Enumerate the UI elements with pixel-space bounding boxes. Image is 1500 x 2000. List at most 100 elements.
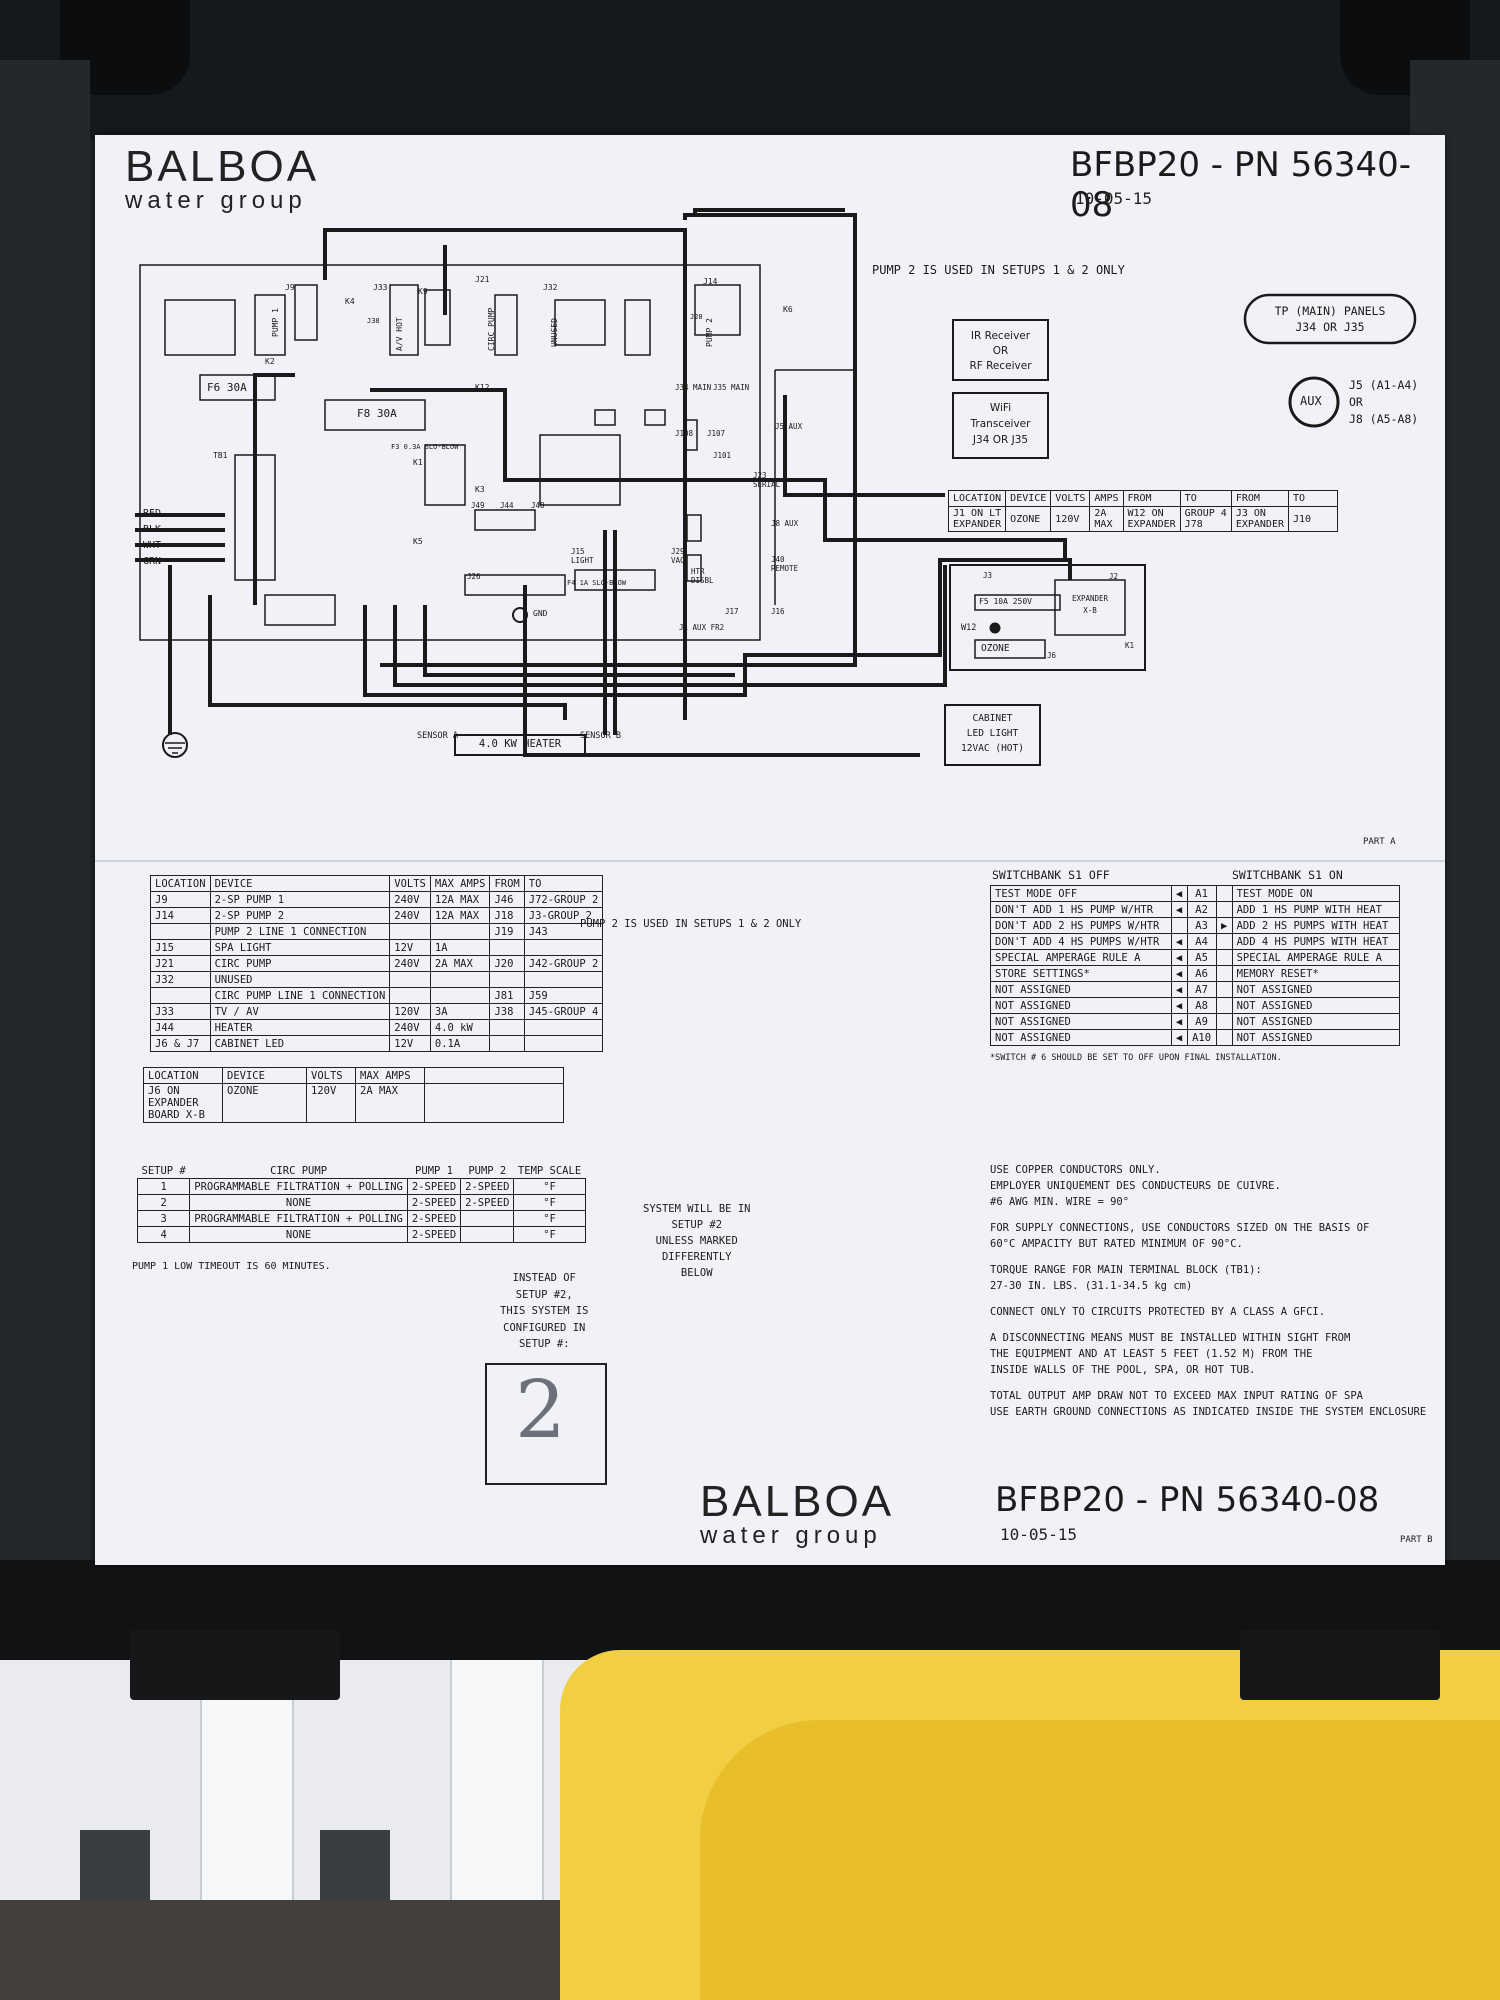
table-cell: 12A MAX [429,907,491,924]
label-tb1: TB1 [213,451,228,460]
table-cell [150,987,211,1004]
table-cell: DON'T ADD 1 HS PUMP W/HTR [990,901,1172,918]
table-cell: CABINET LED [209,1035,391,1052]
table-cell: 2-SPEED [406,1226,462,1243]
table-cell [1215,901,1233,918]
table-cell [523,939,604,956]
table-header: FROM [1122,490,1181,507]
label-j14: J14 [703,277,718,286]
label-pump1: PUMP 1 [271,308,280,337]
aux-circle [1288,376,1340,428]
table-cell: ▶ [1215,917,1233,934]
table-header: TO [1288,490,1338,507]
ir-receiver-box [952,319,1049,381]
label-j48: J48 [531,501,545,510]
label-j21: J21 [475,275,490,284]
table-cell: A1 [1186,885,1217,902]
table-cell: 1 [136,1178,191,1195]
table-cell: 3A [429,1003,491,1020]
table-cell: J72-GROUP 2 [523,891,604,908]
table-header: VOLTS [306,1067,356,1084]
w12-label: W12 [961,623,977,633]
table-cell [1215,997,1233,1014]
table-cell [1215,965,1233,982]
setup-default-note: SYSTEM WILL BE IN SETUP #2 UNLESS MARKED… [643,1203,751,1279]
label-j34-main: J34 MAIN [675,383,712,392]
table-cell: PROGRAMMABLE FILTRATION + POLLING [189,1210,408,1227]
table-cell: NOT ASSIGNED [1231,1013,1401,1030]
table-cell: 2A MAX [429,955,491,972]
table-header: AMPS [1089,490,1124,507]
table-header: TO [523,875,604,892]
label-j44: J44 [500,501,514,510]
logo-brand: BALBOA [125,142,320,191]
gnd-label: GND [533,609,548,618]
table-cell: ◀ [1170,933,1188,950]
table-cell: A7 [1186,981,1217,998]
table-cell: NONE [189,1194,408,1211]
table-cell [460,1226,515,1243]
table-cell: J20 [489,955,525,972]
cabinet-light-box [944,704,1041,766]
table-header: VOLTS [389,875,431,892]
latch-tab-right [1240,1630,1440,1700]
table-cell [1215,981,1233,998]
gnd-screw-icon [512,607,528,623]
table-cell [1215,885,1233,902]
setup-override-note: INSTEAD OF SETUP #2, THIS SYSTEM IS CONF… [500,1272,589,1350]
table-cell: A8 [1186,997,1217,1014]
table-cell [1215,933,1233,950]
wire-wht-label: WHT [143,540,162,551]
label-j17: J17 [725,607,739,616]
label-k12: K12 [475,383,490,392]
table-header: VOLTS [1050,490,1091,507]
table-cell: 1A [429,939,491,956]
setup-table: SETUP # CIRC PUMP PUMP 1 PUMP 2 TEMP SCA… [136,1163,586,1243]
label-k4: K4 [345,297,355,306]
table-cell: NOT ASSIGNED [990,1013,1172,1030]
label-j5-aux: J5 AUX [775,422,803,431]
switchbank-on-title: SWITCHBANK S1 ON [1232,868,1343,882]
balboa-logo-top: BALBOA water group [125,145,319,213]
enclosure-lid-left [0,60,90,1620]
table-cell: ADD 2 HS PUMPS WITH HEAT [1231,917,1401,934]
label-j3: J3 [983,571,993,580]
table-cell: PROGRAMMABLE FILTRATION + POLLING [189,1178,408,1195]
table-header: CIRC PUMP [270,1164,328,1177]
table-cell: HEATER [209,1019,391,1036]
table-cell: °F [513,1210,586,1227]
table-cell: J9 [150,891,211,908]
wiring-schematic [135,208,1417,766]
label-j35-main: J35 MAIN [713,383,750,392]
label-j101: J101 [713,451,732,460]
part-a-label: PART A [1363,837,1396,847]
table-cell: MEMORY RESET* [1231,965,1401,982]
label-j26: J26 [467,572,481,581]
label-j29-vac: J29 VAC [671,547,685,565]
table-cell: 12A MAX [429,891,491,908]
pump2-note-diagram: PUMP 2 IS USED IN SETUPS 1 & 2 ONLY [872,263,1125,277]
logo-brand: BALBOA [700,1477,895,1526]
table-cell: 2-SPEED [460,1194,515,1211]
table-cell: 120V [389,1003,431,1020]
label-j6: J6 [1047,651,1057,660]
aux-ports-label: J5 (A1-A4) OR J8 (A5-A8) [1349,378,1419,426]
table-cell [429,971,491,988]
table-header: MAX AMPS [429,875,491,892]
table-cell [1215,1013,1233,1030]
label-j9: J9 [285,283,295,292]
table-cell: J38 [489,1003,525,1020]
table-cell [150,923,211,940]
table-cell: 240V [389,1019,431,1036]
expander-board [949,564,1146,671]
label-k3: K3 [475,485,485,494]
cabinet-light-label: CABINET LED LIGHT 12VAC (HOT) [961,713,1024,754]
